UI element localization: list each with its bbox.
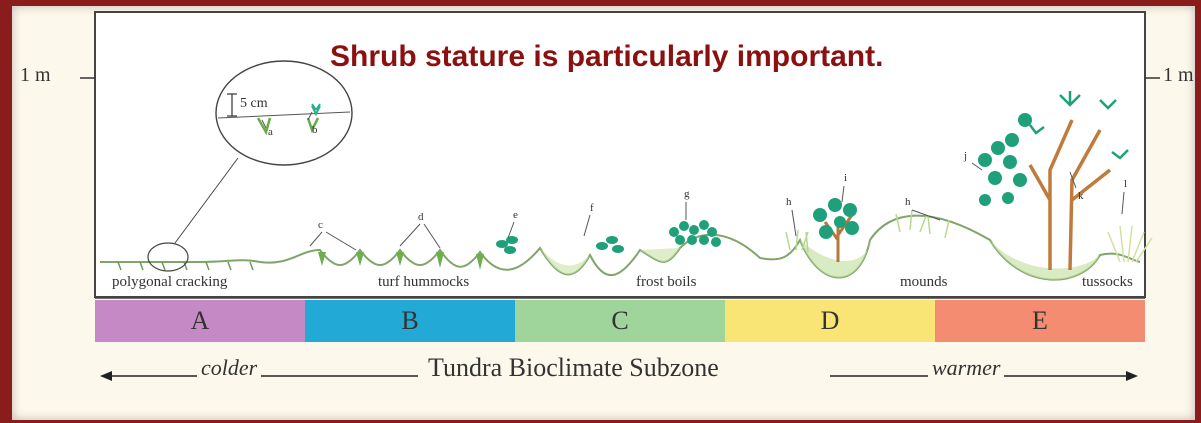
axis-warmer-label: warmer: [928, 355, 1004, 381]
axis-colder-label: colder: [197, 355, 261, 381]
warmer-arrowhead: [1126, 371, 1138, 381]
colder-arrowhead: [100, 371, 112, 381]
axis-title: Tundra Bioclimate Subzone: [428, 353, 719, 383]
